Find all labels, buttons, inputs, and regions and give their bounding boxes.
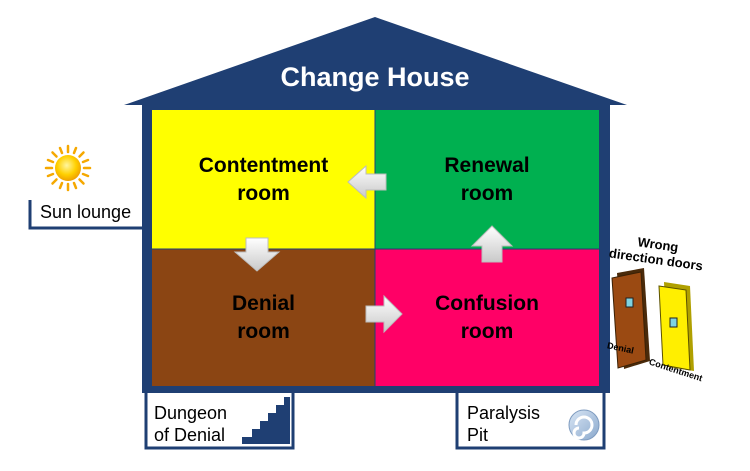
contentment-room-bg bbox=[152, 110, 375, 249]
roof bbox=[124, 17, 627, 105]
denial-room-label: Denial room bbox=[231, 291, 296, 343]
sun-lounge-outline bbox=[28, 200, 142, 230]
dungeon-outline bbox=[144, 393, 295, 450]
renewal-room-label: Renewal room bbox=[444, 153, 530, 205]
renewal-room-bg bbox=[375, 110, 599, 249]
house-title: Change House bbox=[280, 62, 470, 92]
contentment-room-label: Contentment room bbox=[198, 153, 329, 205]
confusion-room-bg bbox=[375, 249, 599, 386]
denial-room: Denial room bbox=[152, 249, 375, 386]
paralysis-label: Paralysis Pit bbox=[467, 403, 541, 445]
arrow-down-icon bbox=[233, 237, 281, 272]
renewal-room: Renewal room bbox=[375, 110, 599, 249]
sun-lounge-label: Sun lounge bbox=[40, 202, 132, 222]
dungeon-label: Dungeon of Denial bbox=[154, 403, 228, 445]
door-icon-denial bbox=[611, 268, 650, 369]
contentment-room: Contentment room bbox=[152, 110, 375, 249]
spiral-icon bbox=[568, 409, 600, 441]
confusion-room: Confusion room bbox=[375, 249, 599, 386]
arrow-left-icon bbox=[347, 164, 387, 200]
arrow-up-icon bbox=[470, 225, 514, 263]
confusion-room-label: Confusion room bbox=[435, 291, 539, 343]
denial-room-bg bbox=[152, 249, 375, 386]
arrow-right-icon bbox=[365, 294, 403, 334]
stairs-icon bbox=[242, 397, 290, 444]
door-icon-contentment bbox=[658, 282, 694, 371]
paralysis-outline bbox=[455, 393, 606, 450]
sun-icon bbox=[44, 144, 92, 192]
